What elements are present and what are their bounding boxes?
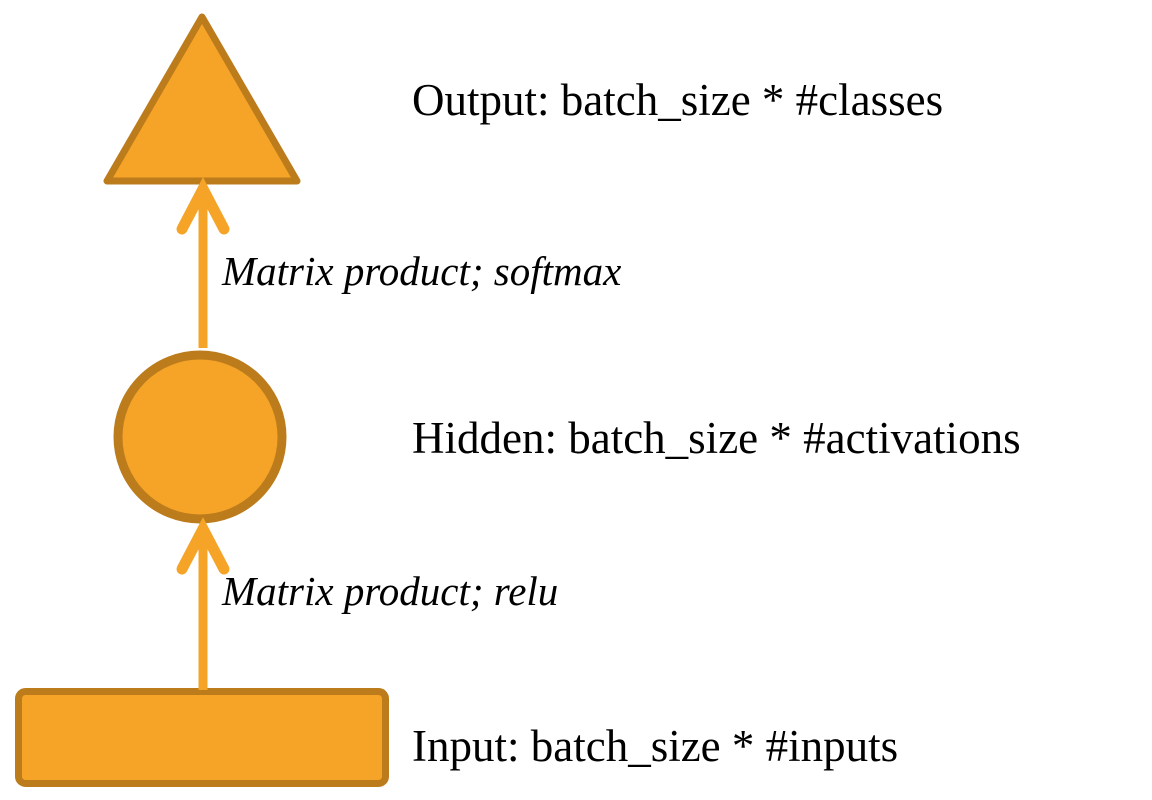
arrow-softmax bbox=[176, 177, 230, 348]
hidden-node-circle-shape bbox=[113, 350, 287, 524]
input-node-rectangle-shape bbox=[15, 688, 389, 787]
edge-label-softmax: Matrix product; softmax bbox=[222, 248, 622, 294]
arrow-relu bbox=[176, 517, 230, 690]
output-node-label: Output: batch_size * #classes bbox=[412, 75, 944, 125]
output-node-triangle-shape bbox=[103, 13, 301, 185]
input-node-label: Input: batch_size * #inputs bbox=[412, 721, 899, 771]
hidden-node-label: Hidden: batch_size * #activations bbox=[412, 413, 1021, 463]
edge-label-relu: Matrix product; relu bbox=[222, 568, 559, 614]
